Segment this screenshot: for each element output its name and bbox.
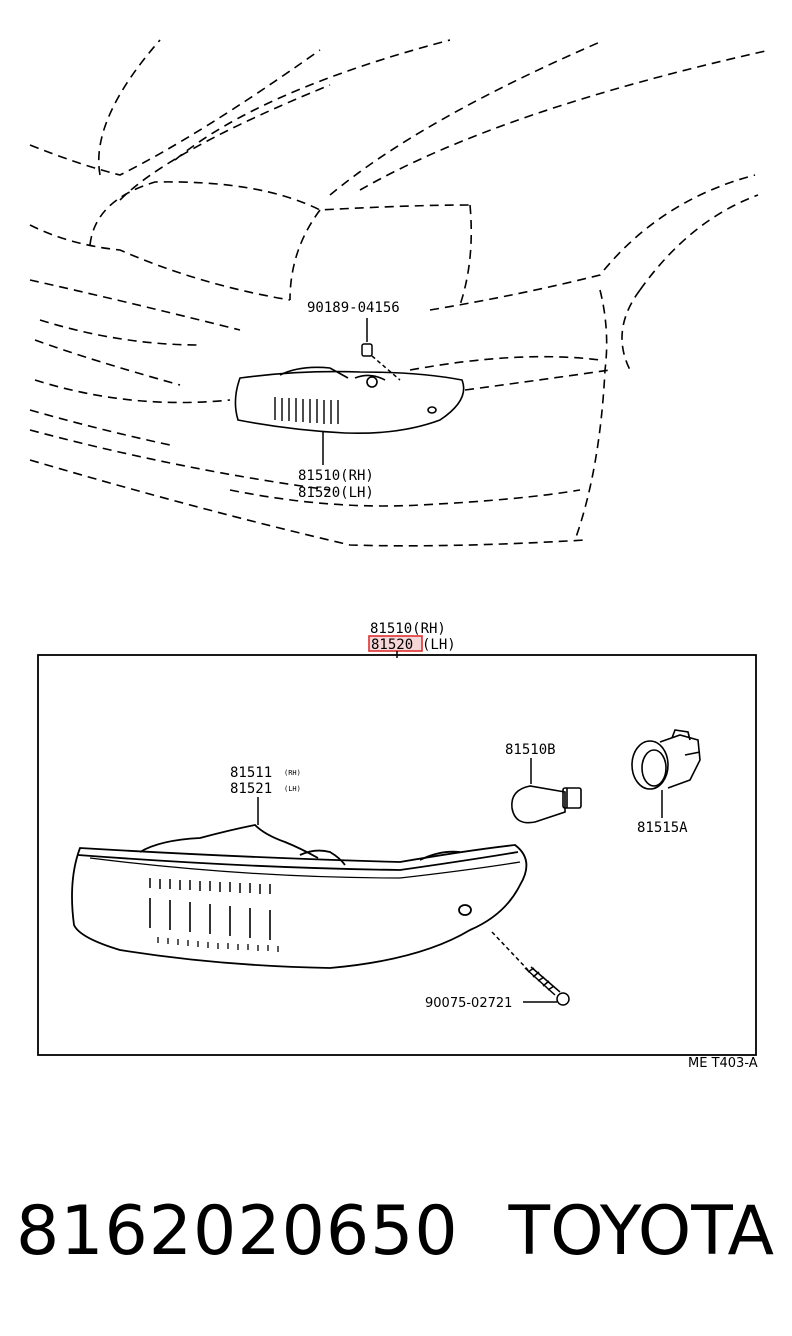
figure-code: ME T403-A	[688, 1056, 758, 1071]
top-screw-label: 90189-04156	[307, 300, 400, 316]
lens-label-lh-tag: (LH)	[284, 785, 301, 793]
assembly-label-lh-code: 81520	[371, 637, 413, 653]
lens-label-rh: 81511	[230, 765, 272, 781]
top-screw	[361, 318, 401, 381]
bulb-icon	[511, 785, 582, 824]
part-number: 8162020650	[16, 1192, 459, 1271]
screw-icon	[523, 966, 570, 1006]
socket-icon	[631, 729, 701, 790]
screw-dashed-path	[491, 931, 529, 971]
top-lamp-label-lh: 81520(LH)	[298, 485, 374, 501]
lens-label-rh-tag: (RH)	[284, 769, 301, 777]
detail-lamp-slats-main	[149, 898, 271, 940]
detail-lamp	[71, 824, 528, 969]
assembly-label-rh: 81510(RH)	[370, 621, 446, 637]
bulb-label: 81510B	[505, 742, 556, 758]
top-lamp	[234, 366, 465, 435]
detail-lamp-slats-top	[149, 878, 271, 894]
top-lamp-label-rh: 81510(RH)	[298, 468, 374, 484]
socket-label: 81515A	[637, 820, 688, 836]
screw-label: 90075-02721	[425, 996, 512, 1011]
detail-lamp-slats-bottom	[157, 937, 279, 952]
car-body-outline	[29, 39, 771, 547]
top-lamp-slats	[274, 397, 339, 424]
brand-name: TOYOTA	[508, 1192, 774, 1271]
assembly-lh-highlight[interactable]	[368, 635, 423, 652]
assembly-label-lh-suffix: (LH)	[422, 637, 456, 653]
lens-label-lh: 81521	[230, 781, 272, 797]
detail-frame	[37, 654, 757, 1056]
